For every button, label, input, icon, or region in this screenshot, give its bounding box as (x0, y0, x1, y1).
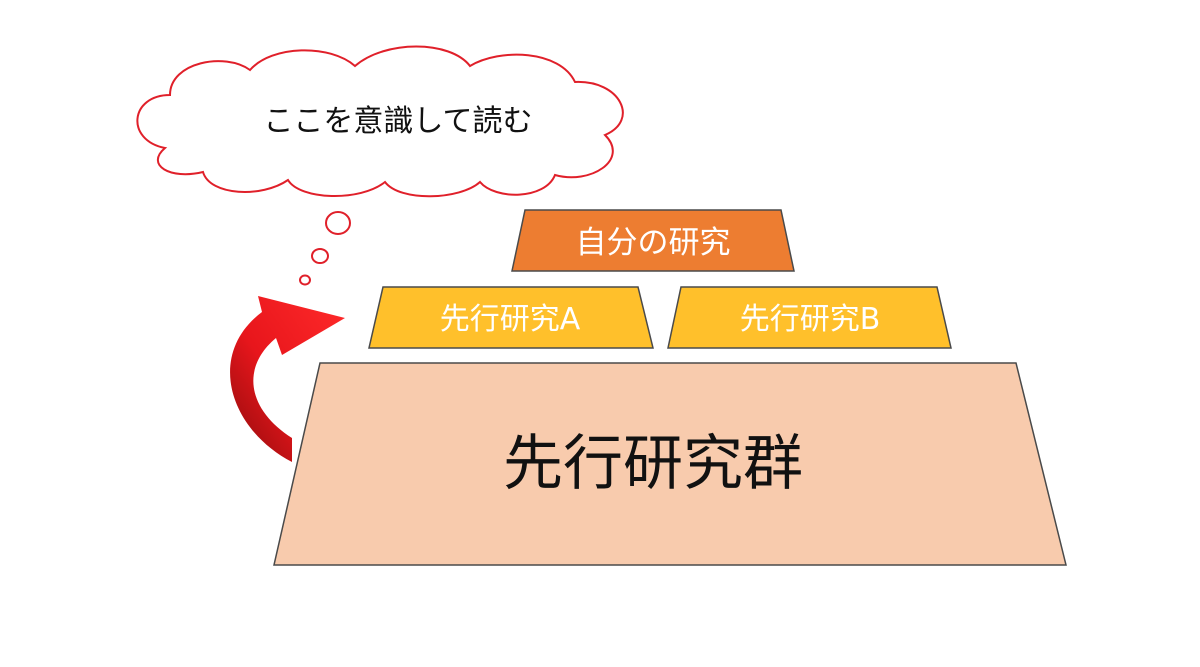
pyramid-middle-right-label: 先行研究B (740, 302, 881, 337)
thought-bubble-text: ここを意識して読む (263, 104, 532, 139)
pyramid-middle-left-shape (368, 286, 654, 349)
pyramid-top-shape (511, 209, 795, 272)
pyramid-middle-right-shape (667, 286, 952, 349)
pyramid-middle-right: 先行研究B (667, 286, 952, 349)
thought-bubble: ここを意識して読む (136, 45, 624, 286)
curved-arrow-icon (230, 296, 345, 462)
thought-dot-large (325, 211, 351, 235)
pyramid-top-label: 自分の研究 (576, 225, 731, 261)
pyramid-base-shape (273, 362, 1067, 566)
pyramid-top: 自分の研究 (511, 209, 795, 272)
pyramid-base-label: 先行研究群 (503, 429, 803, 499)
pyramid-middle-left: 先行研究A (368, 286, 654, 349)
thought-dot-small (299, 274, 311, 286)
thought-dot-medium (311, 248, 329, 264)
thought-bubble-cloud (136, 45, 624, 198)
pyramid-base: 先行研究群 (273, 362, 1067, 566)
pyramid-middle-left-label: 先行研究A (440, 302, 581, 337)
